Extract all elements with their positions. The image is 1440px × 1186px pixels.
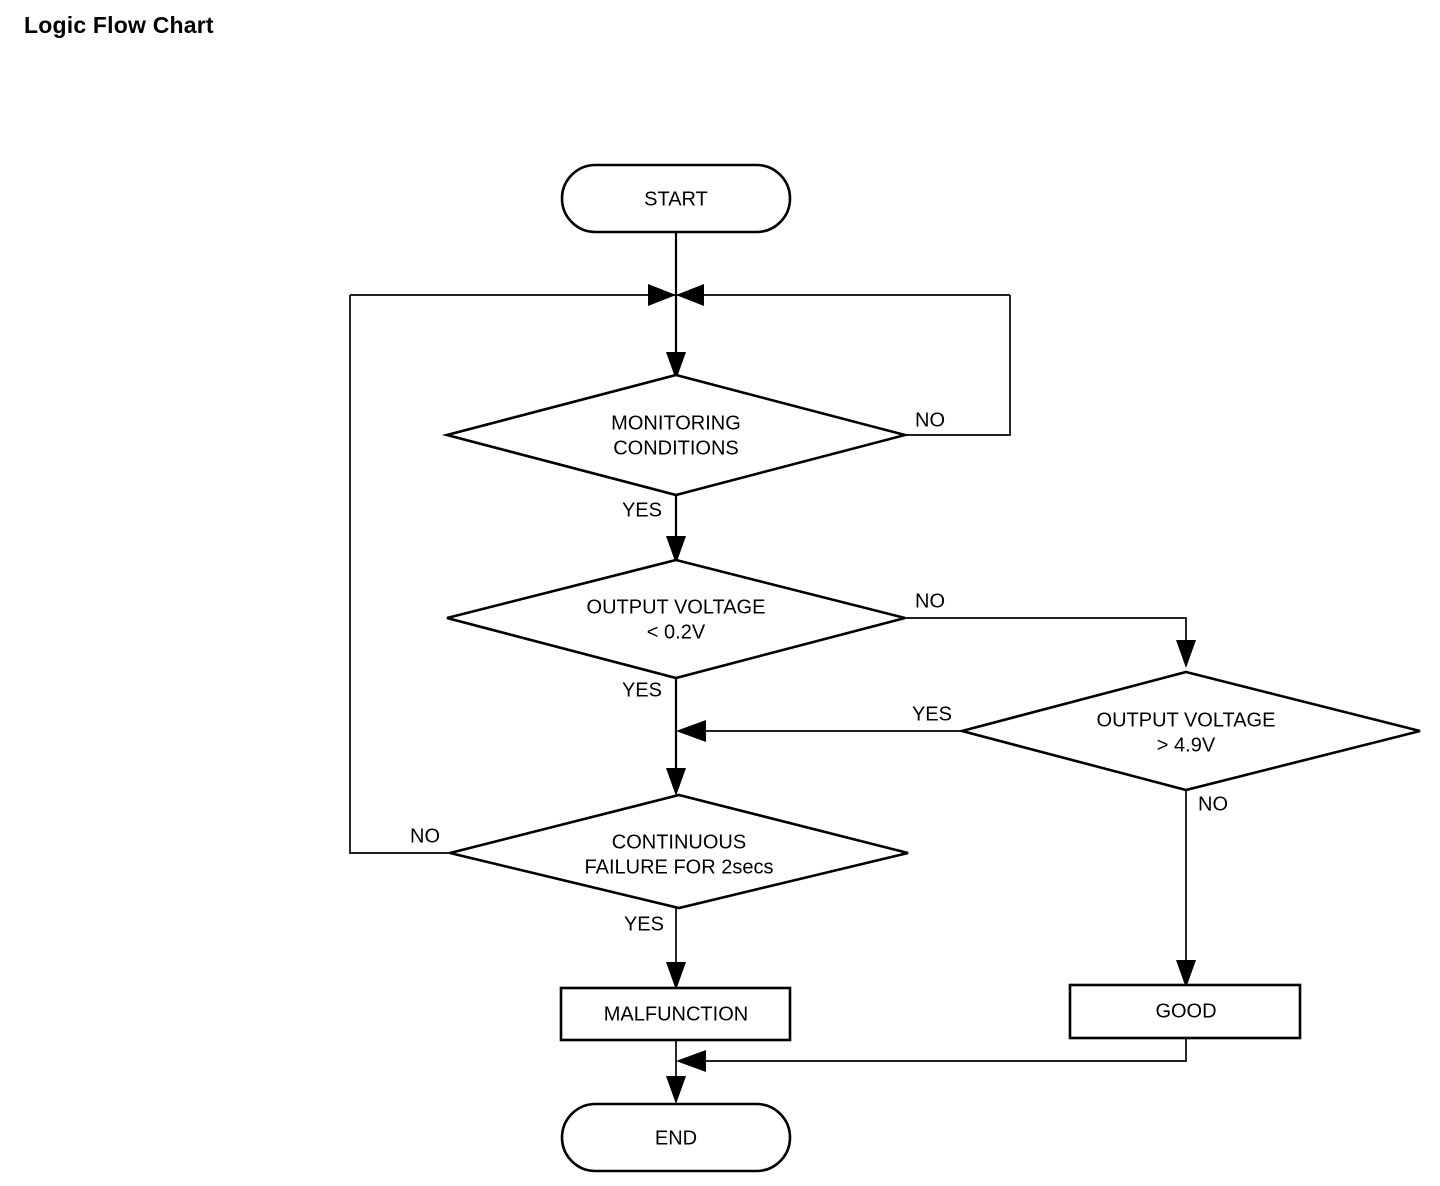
connector-voltage-high-no bbox=[1176, 790, 1196, 988]
node-monitoring-conditions-label-line1: MONITORING bbox=[611, 412, 741, 434]
node-malfunction-label: MALFUNCTION bbox=[604, 1003, 748, 1025]
connector-voltage-low-no bbox=[905, 617, 1196, 668]
connector-voltage-high-yes bbox=[676, 720, 962, 742]
connector-failure-yes bbox=[666, 908, 686, 990]
node-good-label: GOOD bbox=[1155, 1000, 1216, 1022]
node-output-voltage-high-label-line1: OUTPUT VOLTAGE bbox=[1097, 709, 1276, 731]
edge-label-monitoring-no: NO bbox=[915, 409, 945, 431]
node-output-voltage-high[interactable]: OUTPUT VOLTAGE > 4.9V bbox=[956, 670, 1421, 792]
connector-failure-no-loop bbox=[349, 295, 450, 854]
node-start[interactable]: START bbox=[560, 163, 792, 234]
connector-monitoring-yes bbox=[666, 495, 686, 564]
node-malfunction[interactable]: MALFUNCTION bbox=[559, 986, 792, 1042]
node-output-voltage-low-label-line1: OUTPUT VOLTAGE bbox=[587, 596, 766, 618]
connector-good-to-end-merge bbox=[676, 1038, 1187, 1072]
junction-bar bbox=[350, 284, 1010, 306]
connector-malfunction-to-end bbox=[666, 1040, 686, 1104]
node-continuous-failure-label-line2: FAILURE FOR 2secs bbox=[585, 856, 774, 878]
edge-label-voltage-high-yes: YES bbox=[912, 703, 952, 725]
node-output-voltage-high-label-line2: > 4.9V bbox=[1157, 734, 1216, 756]
connector-junction-to-monitoring bbox=[666, 295, 686, 380]
edge-label-voltage-low-yes: YES bbox=[622, 679, 662, 701]
page-title: Logic Flow Chart bbox=[24, 12, 214, 38]
node-end-label: END bbox=[655, 1127, 697, 1149]
edge-label-voltage-low-no: NO bbox=[915, 590, 945, 612]
node-start-label: START bbox=[644, 188, 708, 210]
node-output-voltage-low-label-line2: < 0.2V bbox=[647, 621, 706, 643]
edge-label-failure-no: NO bbox=[410, 825, 440, 847]
edge-label-monitoring-yes: YES bbox=[622, 499, 662, 521]
node-monitoring-conditions-label-line2: CONDITIONS bbox=[613, 437, 739, 459]
node-continuous-failure[interactable]: CONTINUOUS FAILURE FOR 2secs bbox=[449, 793, 909, 910]
connector-voltage-low-yes bbox=[666, 678, 686, 796]
node-continuous-failure-label-line1: CONTINUOUS bbox=[612, 831, 746, 853]
node-monitoring-conditions[interactable]: MONITORING CONDITIONS bbox=[441, 373, 911, 497]
node-end[interactable]: END bbox=[560, 1102, 792, 1173]
node-good[interactable]: GOOD bbox=[1068, 983, 1302, 1040]
connector-monitoring-no-loop bbox=[905, 295, 1011, 436]
edge-label-voltage-high-no: NO bbox=[1198, 793, 1228, 815]
edge-label-failure-yes: YES bbox=[624, 913, 664, 935]
node-output-voltage-low[interactable]: OUTPUT VOLTAGE < 0.2V bbox=[446, 558, 906, 680]
